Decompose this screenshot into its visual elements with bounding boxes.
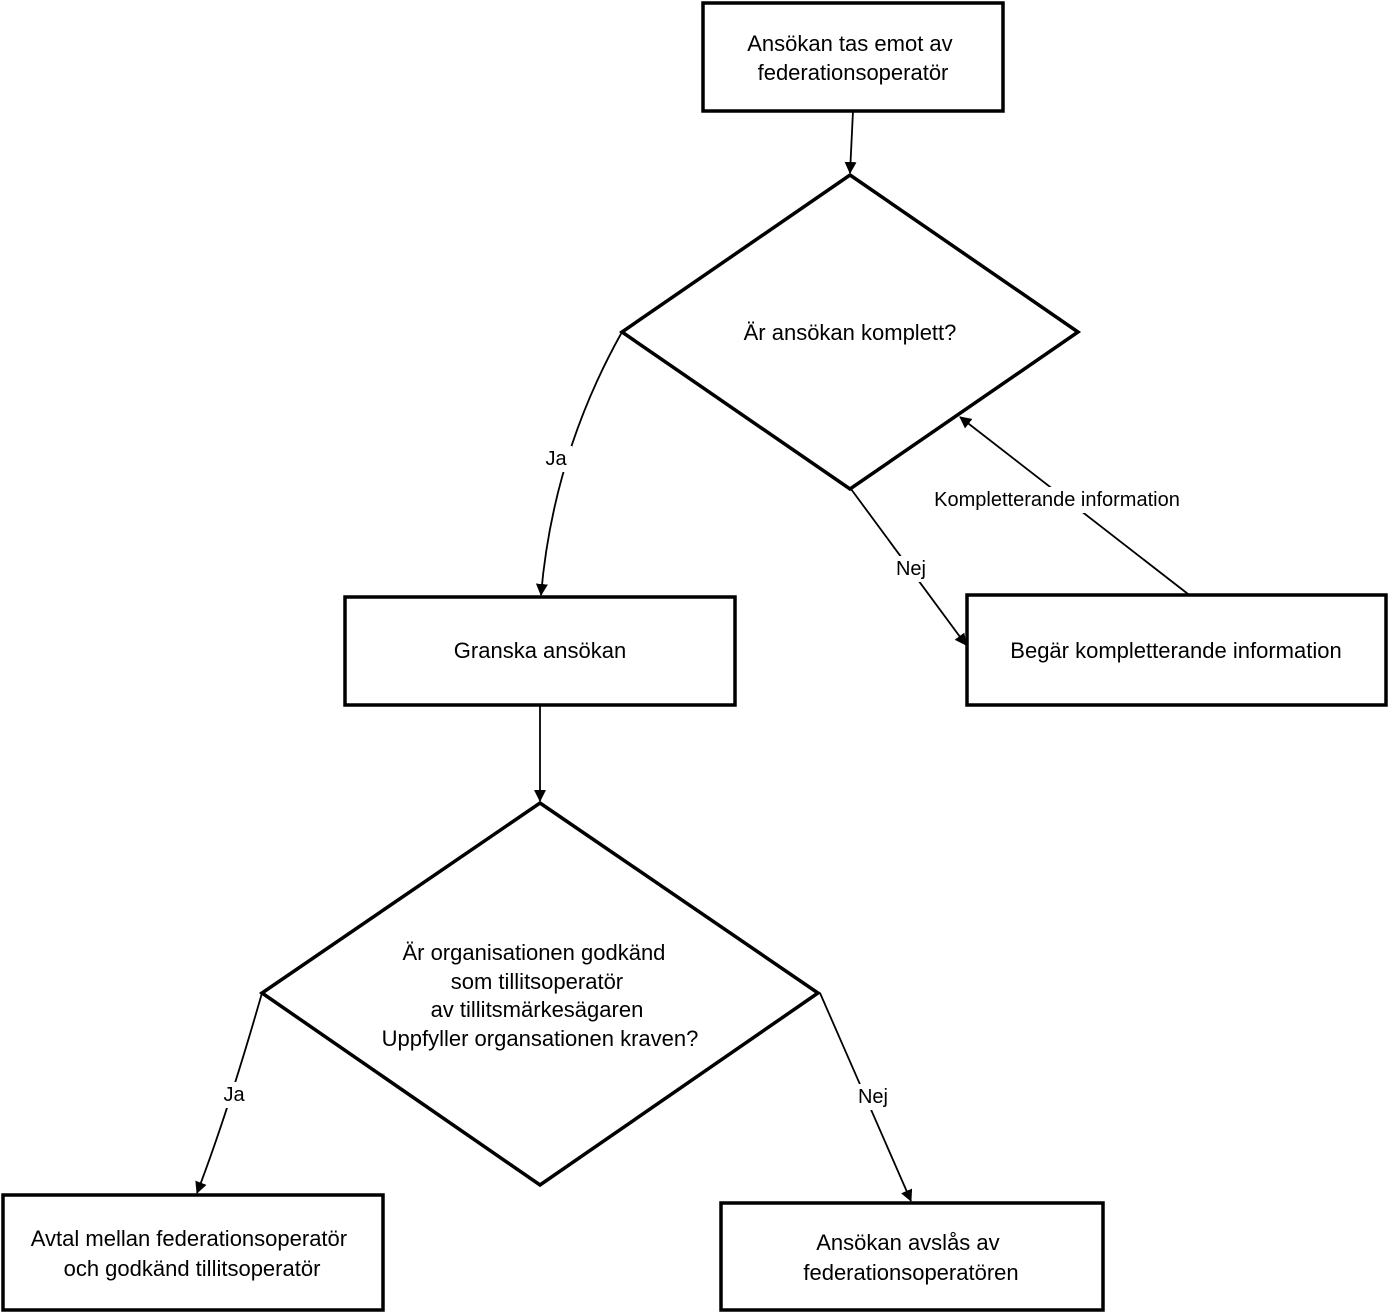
node-agreement: Avtal mellan federationsoperatör och god… <box>1 1193 385 1312</box>
node-request-info: Begär kompletterande information <box>965 593 1388 707</box>
node-decision-approved: Är organisationen godkänd som tillitsope… <box>258 800 822 1188</box>
node-rejected-text: Ansökan avslås av federationsoperatören <box>803 1230 1018 1285</box>
edge-start-to-decision <box>844 110 857 174</box>
edge-label-approved-no: Nej <box>858 1086 888 1108</box>
node-review: Granska ansökan <box>343 595 737 707</box>
edge-label-complete-no: Nej <box>896 558 926 580</box>
node-request-info-text: Begär kompletterande information <box>1010 638 1341 663</box>
node-decision-approved-text: Är organisationen godkänd som tillitsope… <box>382 940 699 1051</box>
node-start: Ansökan tas emot av federationsoperatör <box>701 1 1005 113</box>
edge-label-approved-yes: Ja <box>223 1084 245 1106</box>
node-agreement-text: Avtal mellan federationsoperatör och god… <box>31 1226 353 1281</box>
edge-labels: Ja Nej Kompletterande information Ja Nej <box>218 446 1192 1110</box>
node-review-text: Granska ansökan <box>454 638 626 663</box>
edge-label-supplementary: Kompletterande information <box>934 489 1180 511</box>
node-decision-complete-text: Är ansökan komplett? <box>744 320 957 345</box>
node-start-text: Ansökan tas emot av federationsoperatör <box>747 31 959 85</box>
edge-label-complete-yes: Ja <box>545 448 567 470</box>
node-rejected: Ansökan avslås av federationsoperatören <box>719 1201 1105 1312</box>
node-decision-complete: Är ansökan komplett? <box>618 172 1082 492</box>
